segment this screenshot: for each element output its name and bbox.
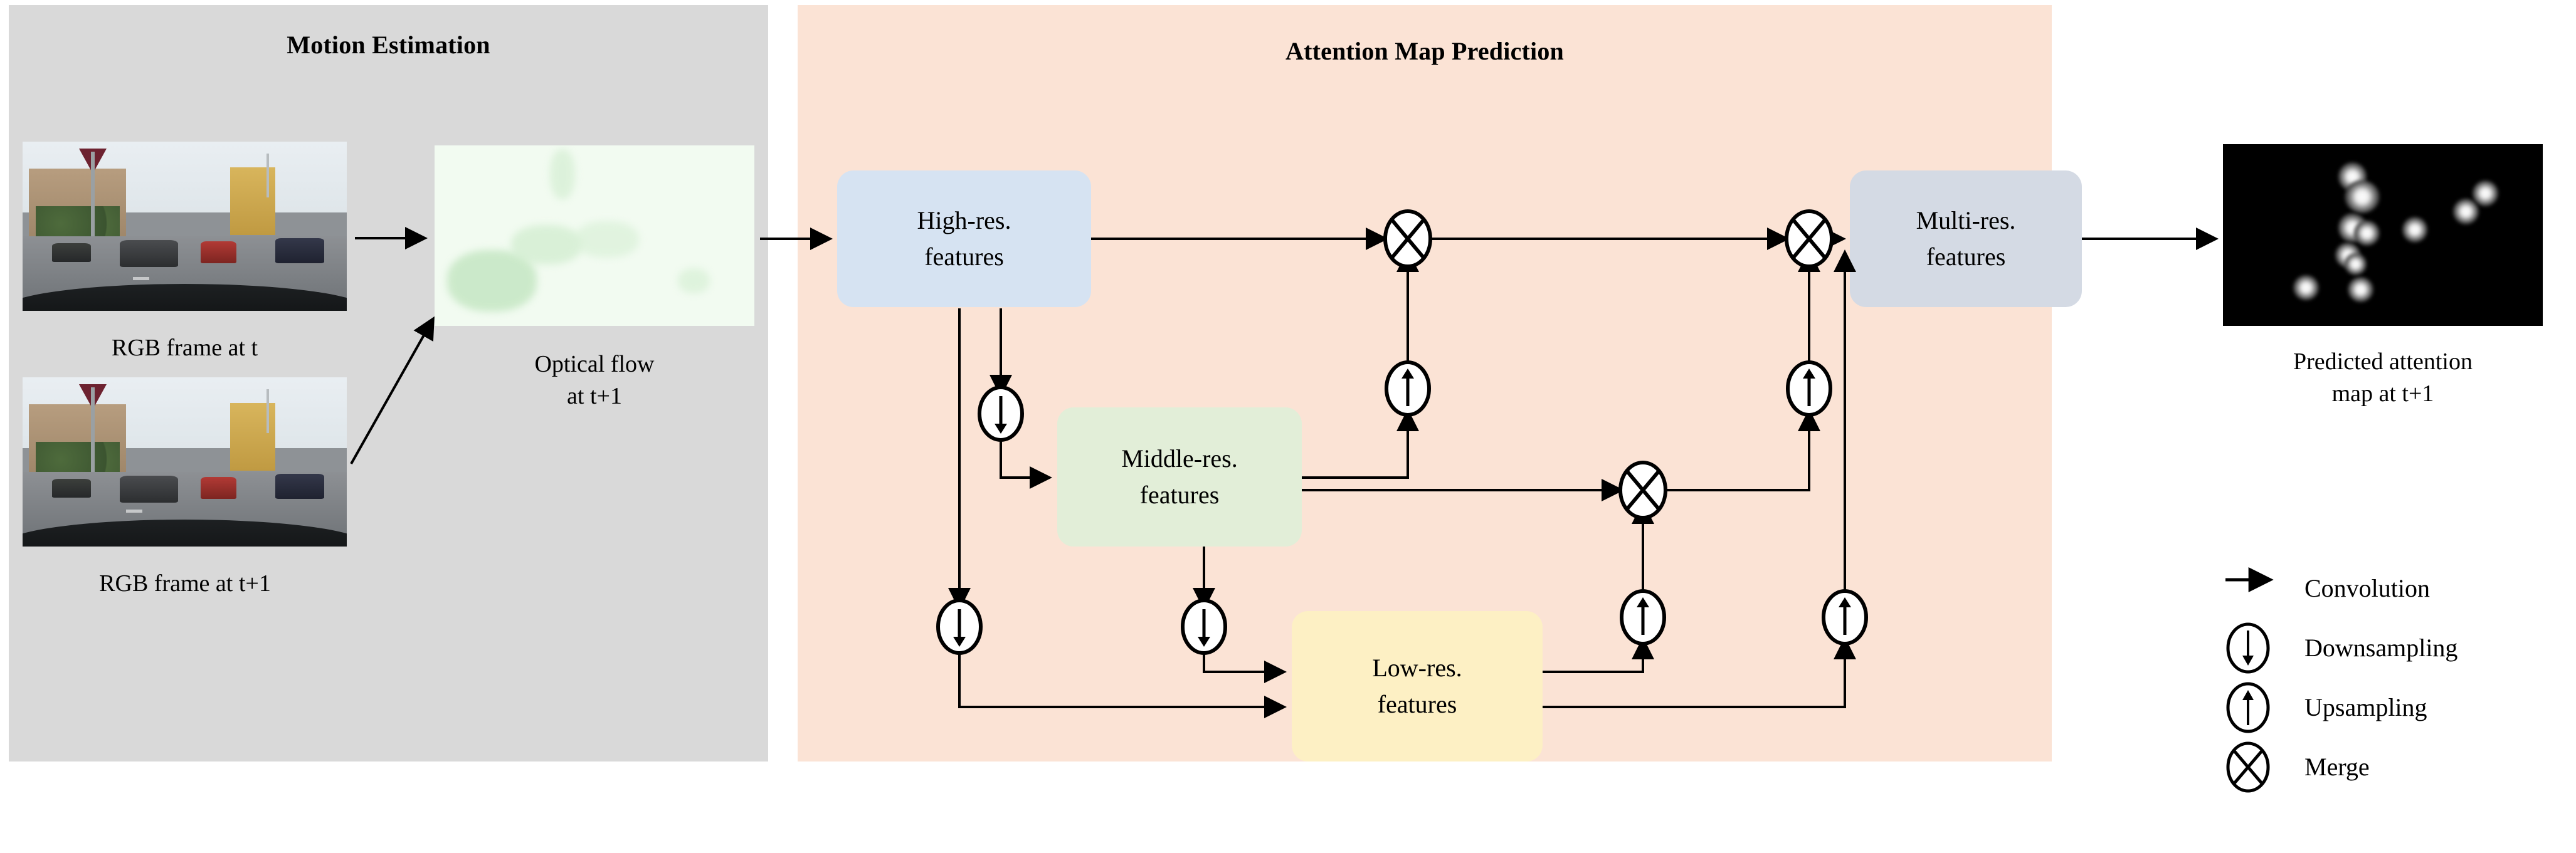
predicted-attention-map-image bbox=[2223, 144, 2543, 326]
car-left bbox=[51, 243, 91, 262]
rgb-frame-t1-image bbox=[23, 377, 347, 547]
attention-peak bbox=[2354, 220, 2380, 246]
lane-marking bbox=[132, 277, 149, 281]
arrow-ds2-to-low-res bbox=[958, 648, 1287, 718]
vehicle-hood bbox=[23, 519, 347, 547]
car-right bbox=[275, 238, 324, 264]
attention-peak bbox=[2344, 253, 2367, 275]
middle-res-label-line1: Middle-res. bbox=[1121, 444, 1238, 473]
rgb-frame-t-image bbox=[23, 142, 347, 311]
multi-res-features-box[interactable]: Multi-res. features bbox=[1850, 170, 2082, 307]
legend-item-convolution: Convolution bbox=[2223, 561, 2562, 620]
arrow-merge2-to-us3 bbox=[1667, 409, 1820, 491]
optical-flow-caption: Optical flow at t+1 bbox=[435, 348, 754, 413]
low-res-label-line1: Low-res. bbox=[1372, 654, 1462, 682]
downsampling-icon[interactable] bbox=[1181, 599, 1227, 655]
attention-peak bbox=[2293, 275, 2319, 301]
car-center bbox=[120, 475, 179, 503]
car-right bbox=[275, 473, 324, 500]
arrow-ds1-to-middle-res bbox=[1000, 435, 1052, 489]
low-res-label-line2: features bbox=[1377, 690, 1457, 718]
arrow-low-res-to-us2 bbox=[1543, 637, 1654, 673]
middle-res-features-box[interactable]: Middle-res. features bbox=[1057, 407, 1302, 547]
multi-res-label-line2: features bbox=[1926, 243, 2006, 271]
arrow-right-icon bbox=[2225, 567, 2274, 592]
legend-item-downsampling: Downsampling bbox=[2223, 620, 2562, 680]
upsampling-icon[interactable] bbox=[1385, 360, 1431, 417]
merge-icon[interactable] bbox=[1383, 209, 1432, 268]
upsampling-icon bbox=[2226, 682, 2270, 733]
attention-peak bbox=[2402, 217, 2428, 243]
attention-peak bbox=[2453, 199, 2479, 224]
arrow-ds3-to-low-res bbox=[1203, 648, 1287, 683]
upsampling-icon[interactable] bbox=[1822, 589, 1868, 646]
arrow-middle-res-to-us1 bbox=[1302, 409, 1419, 479]
vehicle-hood bbox=[23, 283, 347, 311]
legend-label-merge: Merge bbox=[2304, 753, 2370, 781]
high-res-label-line2: features bbox=[924, 243, 1004, 271]
optical-flow-caption-line1: Optical flow bbox=[534, 351, 655, 377]
attention-peak bbox=[2347, 276, 2373, 303]
arrow-frame-t1-to-flow bbox=[350, 316, 435, 464]
output-caption-line1: Predicted attention bbox=[2293, 348, 2473, 375]
rgb-frame-t1-caption: RGB frame at t+1 bbox=[99, 570, 271, 597]
upsampling-icon[interactable] bbox=[1786, 360, 1832, 417]
legend: Convolution Downsampling Upsampling Merg… bbox=[2223, 561, 2562, 799]
low-res-features-box[interactable]: Low-res. features bbox=[1292, 611, 1543, 761]
legend-label-downsampling: Downsampling bbox=[2304, 634, 2458, 662]
street-lamp bbox=[266, 389, 269, 434]
legend-label-convolution: Convolution bbox=[2304, 574, 2431, 602]
flow-blob bbox=[549, 149, 576, 200]
merge-icon bbox=[2226, 741, 2270, 793]
flow-blob bbox=[677, 268, 710, 294]
downsampling-icon[interactable] bbox=[936, 599, 983, 655]
flow-blob bbox=[511, 224, 582, 265]
flow-blob bbox=[575, 221, 640, 258]
high-res-features-box[interactable]: High-res. features bbox=[837, 170, 1091, 307]
downsampling-icon[interactable] bbox=[978, 385, 1024, 442]
multi-res-label-line1: Multi-res. bbox=[1916, 206, 2016, 234]
merge-icon[interactable] bbox=[1785, 209, 1834, 268]
attention-peak bbox=[2344, 181, 2380, 214]
upsampling-icon[interactable] bbox=[1620, 589, 1666, 646]
optical-flow-image bbox=[435, 145, 754, 326]
car-center bbox=[120, 239, 179, 267]
street-lamp bbox=[266, 153, 269, 198]
output-caption-line2: map at t+1 bbox=[2331, 380, 2434, 407]
sign-post bbox=[90, 152, 95, 240]
legend-item-upsampling: Upsampling bbox=[2223, 680, 2562, 740]
high-res-label-line1: High-res. bbox=[917, 206, 1011, 234]
sign-post bbox=[90, 387, 95, 476]
car-red bbox=[201, 477, 237, 500]
motion-estimation-title: Motion Estimation bbox=[287, 31, 490, 59]
optical-flow-caption-line2: at t+1 bbox=[567, 383, 622, 410]
arrow-low-res-to-us4 bbox=[1543, 637, 1856, 708]
merge-icon[interactable] bbox=[1618, 461, 1667, 520]
attention-map-prediction-title: Attention Map Prediction bbox=[1285, 37, 1565, 65]
middle-res-label-line2: features bbox=[1139, 481, 1220, 509]
lane-marking bbox=[126, 509, 143, 513]
predicted-attention-map-caption: Predicted attention map at t+1 bbox=[2207, 346, 2558, 411]
attention-peak bbox=[2472, 181, 2498, 206]
legend-item-merge: Merge bbox=[2223, 740, 2562, 799]
legend-label-upsampling: Upsampling bbox=[2304, 693, 2427, 721]
rgb-frame-t-caption: RGB frame at t bbox=[111, 335, 258, 361]
car-red bbox=[201, 241, 237, 264]
car-left bbox=[51, 479, 91, 498]
operator-glyphs bbox=[936, 209, 1868, 655]
downsampling-icon bbox=[2226, 622, 2270, 674]
